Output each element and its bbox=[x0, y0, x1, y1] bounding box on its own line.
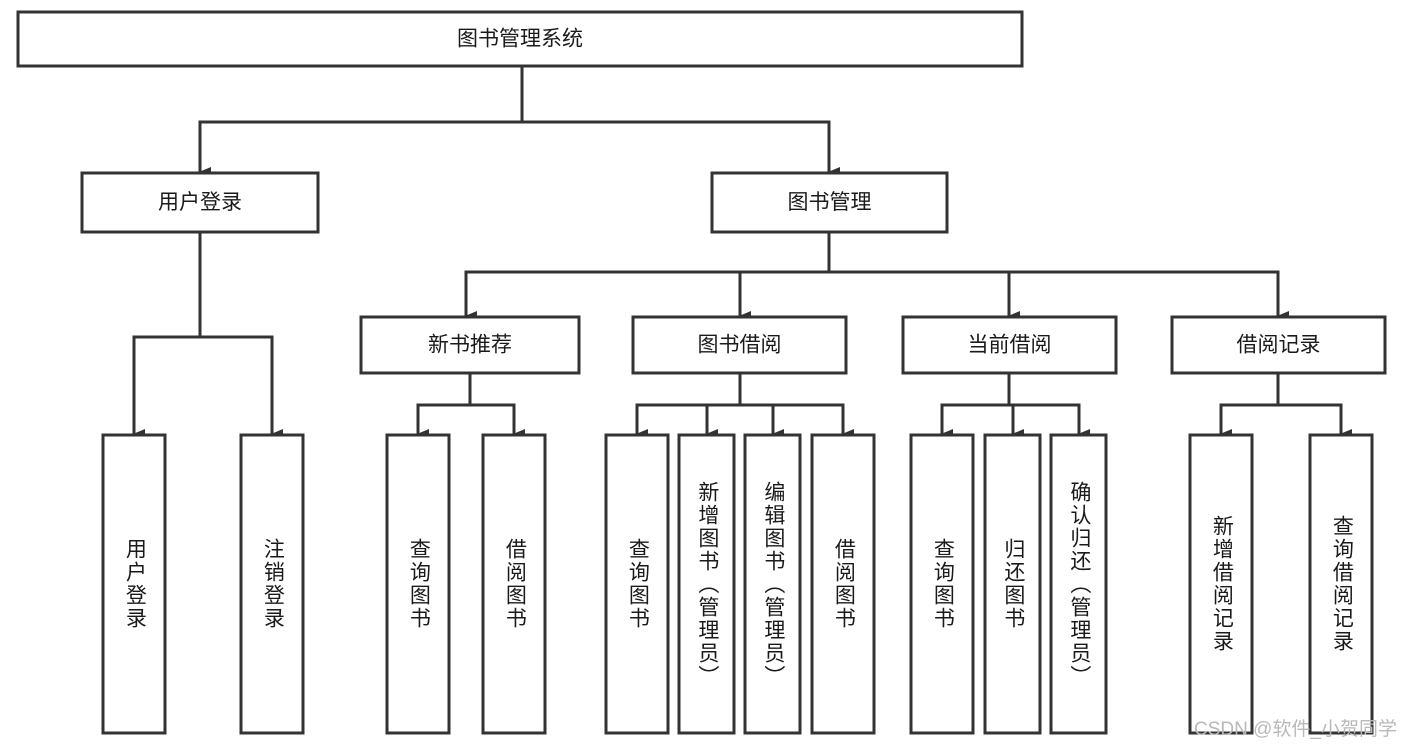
node-box[interactable] bbox=[80, 171, 320, 234]
node-book-borrow[interactable]: 图书借阅 bbox=[631, 315, 848, 375]
node-box[interactable] bbox=[101, 433, 167, 735]
node-leaf-return-book[interactable] bbox=[983, 433, 1042, 735]
node-leaf-borrow-book[interactable] bbox=[810, 433, 876, 735]
node-borrow-record[interactable]: 借阅记录 bbox=[1170, 315, 1387, 375]
node-box[interactable] bbox=[1308, 433, 1374, 735]
node-box[interactable] bbox=[1170, 315, 1387, 375]
node-box[interactable] bbox=[710, 171, 949, 234]
node-leaf-confirm-return-admin[interactable] bbox=[1049, 433, 1108, 735]
connector-root-to-level2 bbox=[198, 64, 840, 177]
node-label: 借阅记录 bbox=[1237, 334, 1321, 357]
node-leaf-user-logout[interactable] bbox=[239, 433, 305, 735]
node-box[interactable] bbox=[481, 433, 547, 735]
node-box[interactable] bbox=[1049, 433, 1108, 735]
node-box[interactable] bbox=[631, 315, 848, 375]
node-box[interactable] bbox=[16, 10, 1024, 68]
node-box[interactable] bbox=[385, 433, 451, 735]
connector-bookmanage-to-level3 bbox=[464, 230, 1289, 321]
node-box[interactable] bbox=[1188, 433, 1254, 735]
node-label: 图书管理 bbox=[788, 191, 872, 214]
connector-recommend-to-leaves bbox=[416, 371, 525, 439]
node-label: 当前借阅 bbox=[968, 334, 1052, 357]
node-box[interactable] bbox=[604, 433, 670, 735]
node-leaf-query-book-current[interactable] bbox=[909, 433, 975, 735]
node-current-borrow[interactable]: 当前借阅 bbox=[901, 315, 1118, 375]
node-leaf-borrow-book-recommend[interactable] bbox=[481, 433, 547, 735]
node-user-login[interactable]: 用户登录 bbox=[80, 171, 320, 234]
node-box[interactable] bbox=[743, 433, 802, 735]
node-leaf-query-book-recommend[interactable] bbox=[385, 433, 451, 735]
node-box[interactable] bbox=[359, 315, 581, 375]
connector-current-to-leaves bbox=[940, 371, 1090, 439]
node-box[interactable] bbox=[909, 433, 975, 735]
node-new-book-recommend[interactable]: 新书推荐 bbox=[359, 315, 581, 375]
node-box[interactable] bbox=[810, 433, 876, 735]
node-leaf-query-borrow-record[interactable] bbox=[1308, 433, 1374, 735]
node-leaf-add-borrow-record[interactable] bbox=[1188, 433, 1254, 735]
node-book-manage[interactable]: 图书管理 bbox=[710, 171, 949, 234]
connector-borrow-to-leaves bbox=[635, 371, 854, 439]
node-box[interactable] bbox=[983, 433, 1042, 735]
node-label: 用户登录 bbox=[158, 191, 242, 214]
connector-record-to-leaves bbox=[1219, 371, 1352, 439]
node-leaf-query-book-borrow[interactable] bbox=[604, 433, 670, 735]
node-label: 图书管理系统 bbox=[457, 28, 583, 51]
node-box[interactable] bbox=[677, 433, 736, 735]
node-leaf-user-login[interactable] bbox=[101, 433, 167, 735]
node-label: 图书借阅 bbox=[698, 334, 782, 357]
node-leaf-add-book-admin[interactable] bbox=[677, 433, 736, 735]
node-box[interactable] bbox=[239, 433, 305, 735]
node-box[interactable] bbox=[901, 315, 1118, 375]
node-root[interactable]: 图书管理系统 bbox=[16, 10, 1024, 68]
connector-userlogin-to-leaves bbox=[132, 230, 283, 439]
connectors-layer bbox=[132, 64, 1352, 439]
node-label: 新书推荐 bbox=[428, 334, 512, 357]
node-leaf-edit-book-admin[interactable] bbox=[743, 433, 802, 735]
